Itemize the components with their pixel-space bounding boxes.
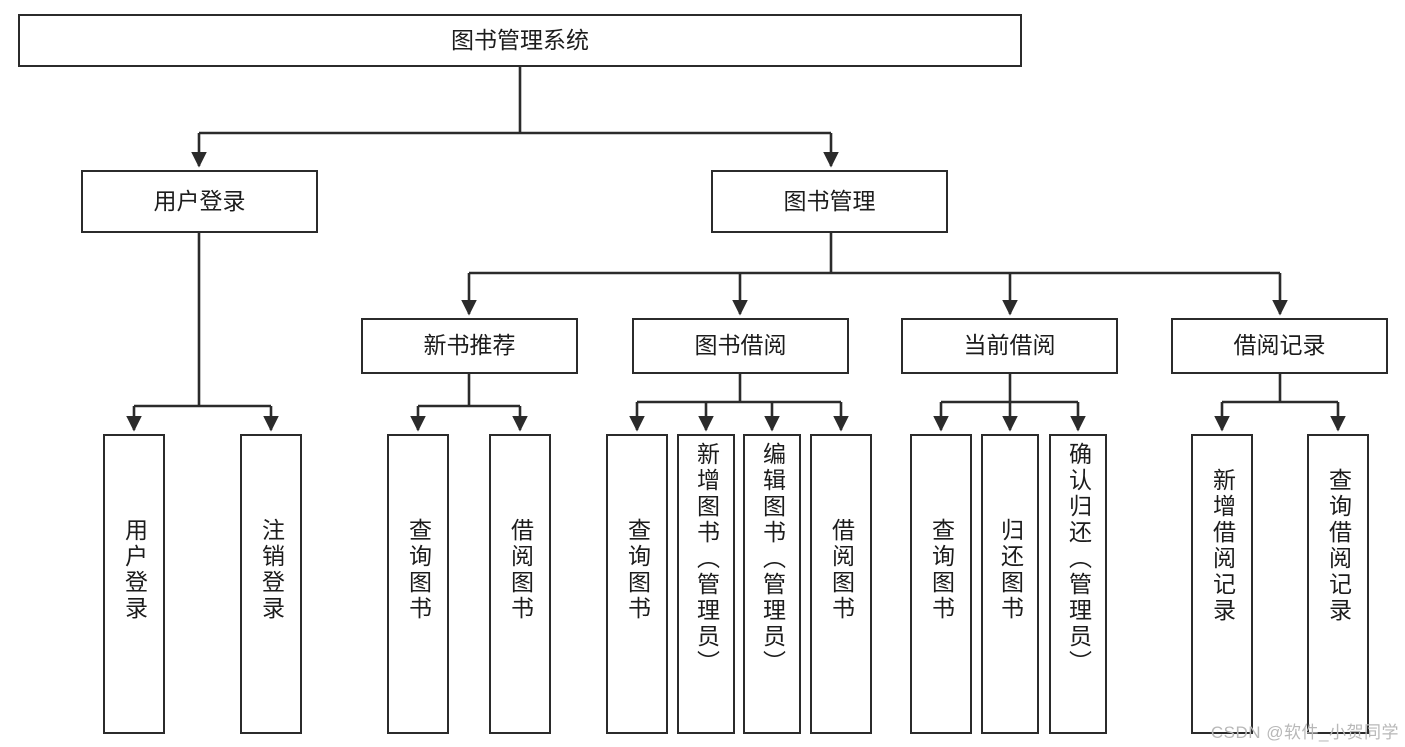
leaf-confirm-return-admin[interactable]: 确认归还（管理员） — [1049, 434, 1107, 734]
node-label: 编辑图书（管理员） — [759, 442, 786, 676]
node-label: 图书管理系统 — [451, 26, 589, 53]
leaf-query-book-borrow[interactable]: 查询图书 — [606, 434, 668, 734]
node-label: 新增图书（管理员） — [693, 442, 720, 676]
node-label: 图书借阅 — [694, 332, 787, 359]
leaf-edit-book-admin[interactable]: 编辑图书（管理员） — [743, 434, 801, 734]
node-new-book-recommend[interactable]: 新书推荐 — [361, 318, 578, 374]
node-root-system[interactable]: 图书管理系统 — [18, 14, 1022, 67]
node-borrow-record[interactable]: 借阅记录 — [1171, 318, 1388, 374]
node-label: 新书推荐 — [423, 332, 516, 359]
node-book-management[interactable]: 图书管理 — [711, 170, 948, 233]
node-label: 借阅图书 — [828, 518, 855, 622]
node-current-borrow[interactable]: 当前借阅 — [901, 318, 1118, 374]
node-label: 查询图书 — [928, 518, 955, 622]
leaf-query-book-current[interactable]: 查询图书 — [910, 434, 972, 734]
node-label: 当前借阅 — [963, 332, 1056, 359]
leaf-logout[interactable]: 注销登录 — [240, 434, 302, 734]
node-label: 借阅图书 — [507, 518, 534, 622]
leaf-borrow-book-recommend[interactable]: 借阅图书 — [489, 434, 551, 734]
node-label: 查询借阅记录 — [1325, 468, 1352, 624]
node-user-login[interactable]: 用户登录 — [81, 170, 318, 233]
node-label: 注销登录 — [258, 518, 285, 622]
node-label: 新增借阅记录 — [1209, 468, 1236, 624]
leaf-return-book[interactable]: 归还图书 — [981, 434, 1039, 734]
node-label: 图书管理 — [783, 187, 876, 214]
node-label: 归还图书 — [997, 518, 1024, 622]
node-label: 查询图书 — [624, 518, 651, 622]
leaf-query-book-recommend[interactable]: 查询图书 — [387, 434, 449, 734]
node-label: 查询图书 — [405, 518, 432, 622]
leaf-borrow-book[interactable]: 借阅图书 — [810, 434, 872, 734]
node-label: 借阅记录 — [1233, 332, 1326, 359]
node-label: 用户登录 — [121, 518, 148, 622]
node-label: 用户登录 — [153, 187, 246, 214]
node-book-borrow[interactable]: 图书借阅 — [632, 318, 849, 374]
leaf-user-login[interactable]: 用户登录 — [103, 434, 165, 734]
node-label: 确认归还（管理员） — [1065, 442, 1092, 676]
leaf-add-book-admin[interactable]: 新增图书（管理员） — [677, 434, 735, 734]
csdn-watermark: CSDN @软件_小贺同学 — [1210, 723, 1399, 742]
leaf-add-borrow-record[interactable]: 新增借阅记录 — [1191, 434, 1253, 734]
leaf-query-borrow-record[interactable]: 查询借阅记录 — [1307, 434, 1369, 734]
